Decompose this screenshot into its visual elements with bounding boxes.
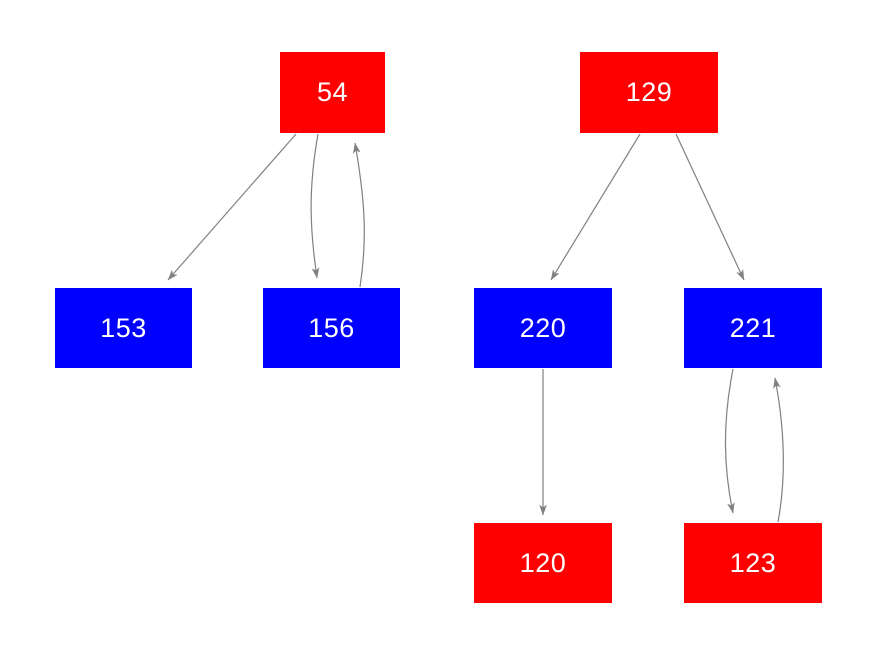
graph-node-123[interactable]: 123 [684, 523, 822, 603]
node-label: 220 [519, 312, 567, 343]
graph-node-156[interactable]: 156 [263, 288, 400, 368]
node-label: 129 [625, 77, 673, 107]
node-label: 153 [100, 312, 147, 343]
graph-node-153[interactable]: 153 [55, 288, 192, 368]
graph-node-129[interactable]: 129 [580, 52, 718, 133]
graph-edge-129-to-221 [675, 133, 745, 281]
node-label: 221 [729, 312, 777, 343]
graph-edge-54-to-156 [310, 133, 320, 279]
graph-edge-156-to-54 [352, 142, 365, 288]
graph-edge-221-to-123 [724, 368, 735, 514]
graph-edge-54-to-153 [167, 133, 297, 281]
node-label: 54 [316, 77, 349, 107]
graph-node-54[interactable]: 54 [280, 52, 385, 133]
node-label: 156 [308, 312, 355, 343]
graph-edge-129-to-220 [550, 133, 641, 281]
graph-node-221[interactable]: 221 [684, 288, 822, 368]
graph-node-220[interactable]: 220 [474, 288, 612, 368]
node-label: 120 [519, 547, 567, 578]
node-label: 123 [729, 547, 777, 578]
edges-group [167, 133, 785, 523]
graph-node-120[interactable]: 120 [474, 523, 612, 603]
graph-edge-123-to-221 [773, 377, 785, 523]
